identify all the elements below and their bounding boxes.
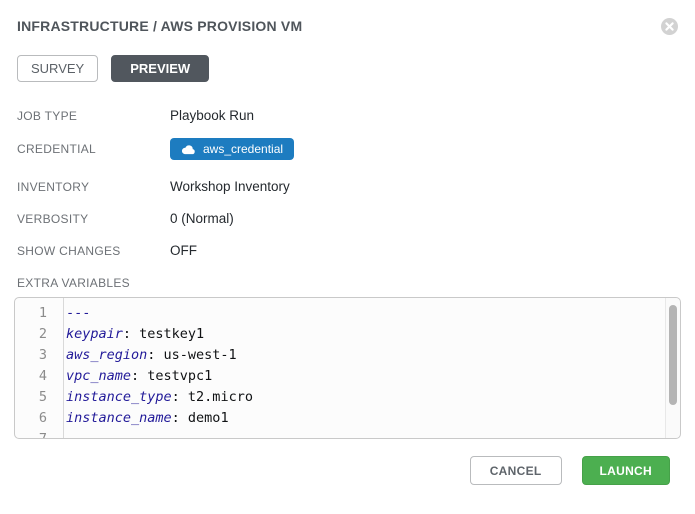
tab-preview[interactable]: PREVIEW (111, 55, 210, 82)
line-number: 2 (38, 326, 47, 342)
cancel-button[interactable]: CANCEL (469, 456, 562, 485)
code-line: 1 --- (15, 303, 680, 324)
line-number: 6 (38, 410, 47, 426)
line-number: 3 (38, 347, 47, 363)
detail-value: aws_credential (170, 138, 295, 160)
modal-header: INFRASTRUCTURE / AWS PROVISION VM (17, 0, 678, 35)
editor-scrollbar[interactable] (665, 298, 680, 438)
extra-variables-editor[interactable]: 1 --- 2 keypair: testkey1 3 aws_region: … (14, 297, 681, 439)
cloud-icon (181, 144, 196, 155)
extra-variables-label: EXTRA VARIABLES (17, 276, 130, 290)
detail-row-inventory: INVENTORY Workshop Inventory (17, 177, 678, 196)
code-line: 3 aws_region: us-west-1 (15, 345, 680, 366)
detail-label: INVENTORY (17, 179, 90, 194)
close-icon[interactable] (661, 18, 678, 35)
editor-scrollbar-thumb[interactable] (669, 305, 677, 405)
credential-badge-label: aws_credential (203, 142, 284, 156)
detail-value: OFF (170, 243, 197, 258)
detail-row-credential: CREDENTIAL aws_credential (17, 138, 678, 160)
page-title: INFRASTRUCTURE / AWS PROVISION VM (17, 18, 303, 34)
detail-label: JOB TYPE (17, 108, 78, 123)
detail-label: CREDENTIAL (17, 142, 97, 156)
code-line: 2 keypair: testkey1 (15, 324, 680, 345)
tab-survey[interactable]: SURVEY (17, 55, 99, 82)
line-number: 4 (38, 368, 47, 384)
gutter-divider (63, 298, 64, 438)
detail-label: SHOW CHANGES (17, 243, 121, 258)
code-line: 5 instance_type: t2.micro (15, 387, 680, 408)
code-lines: 1 --- 2 keypair: testkey1 3 aws_region: … (15, 298, 680, 439)
code-line: 7 (15, 429, 680, 439)
code-line: 6 instance_name: demo1 (15, 408, 680, 429)
detail-value: Workshop Inventory (170, 179, 290, 194)
detail-value: Playbook Run (170, 108, 255, 123)
detail-row-job-type: JOB TYPE Playbook Run (17, 106, 678, 125)
detail-row-verbosity: VERBOSITY 0 (Normal) (17, 209, 678, 228)
detail-value: 0 (Normal) (170, 211, 234, 226)
line-number: 1 (38, 305, 47, 321)
modal-footer: CANCEL LAUNCH (469, 456, 670, 485)
launch-button[interactable]: LAUNCH (581, 456, 670, 485)
detail-row-show-changes: SHOW CHANGES OFF (17, 241, 678, 260)
line-number: 7 (38, 431, 47, 439)
detail-label: VERBOSITY (17, 211, 89, 226)
line-number: 5 (38, 389, 47, 405)
credential-badge[interactable]: aws_credential (170, 138, 295, 160)
tab-bar: SURVEY PREVIEW (17, 55, 678, 82)
code-line: 4 vpc_name: testvpc1 (15, 366, 680, 387)
job-details-list: JOB TYPE Playbook Run CREDENTIAL aws_cre… (17, 106, 678, 260)
